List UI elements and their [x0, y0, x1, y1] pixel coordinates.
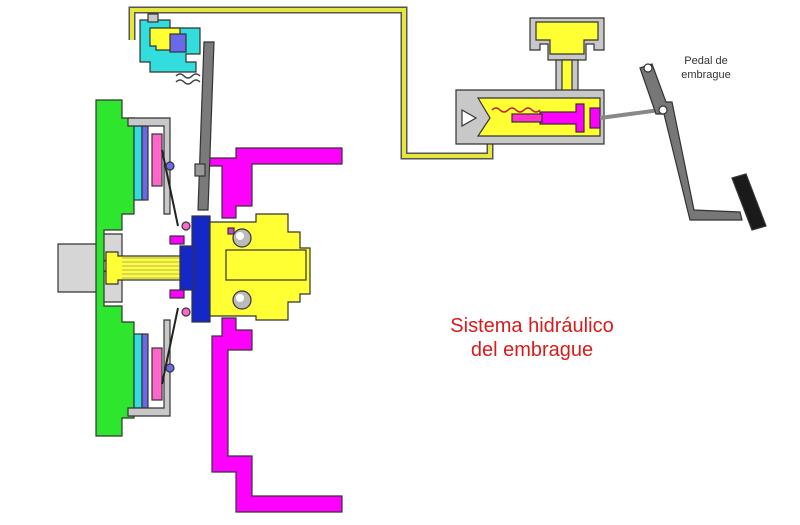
pedal-label-line1: Pedal de — [684, 55, 728, 67]
splined-shaft — [105, 251, 187, 285]
pedal-label: Pedal de embrague — [664, 54, 748, 82]
hydraulic-line — [128, 6, 494, 160]
master-cylinder — [455, 89, 605, 145]
clutch-pedal — [599, 63, 767, 231]
release-fork — [194, 41, 215, 211]
throwout-sleeve — [179, 215, 211, 323]
fluid-reservoir — [529, 17, 605, 101]
diagram-caption: Sistema hidráulico del embrague — [412, 314, 652, 362]
slave-cylinder — [139, 13, 201, 85]
pressure-plate-cover — [127, 117, 171, 417]
caption-line1: Sistema hidráulico — [450, 315, 614, 337]
caption-line2: del embrague — [470, 339, 594, 361]
diaphragm-spring — [151, 133, 179, 401]
bell-housing — [169, 147, 343, 513]
pedal-label-line2: embrague — [681, 69, 731, 81]
release-bearing — [209, 213, 311, 321]
